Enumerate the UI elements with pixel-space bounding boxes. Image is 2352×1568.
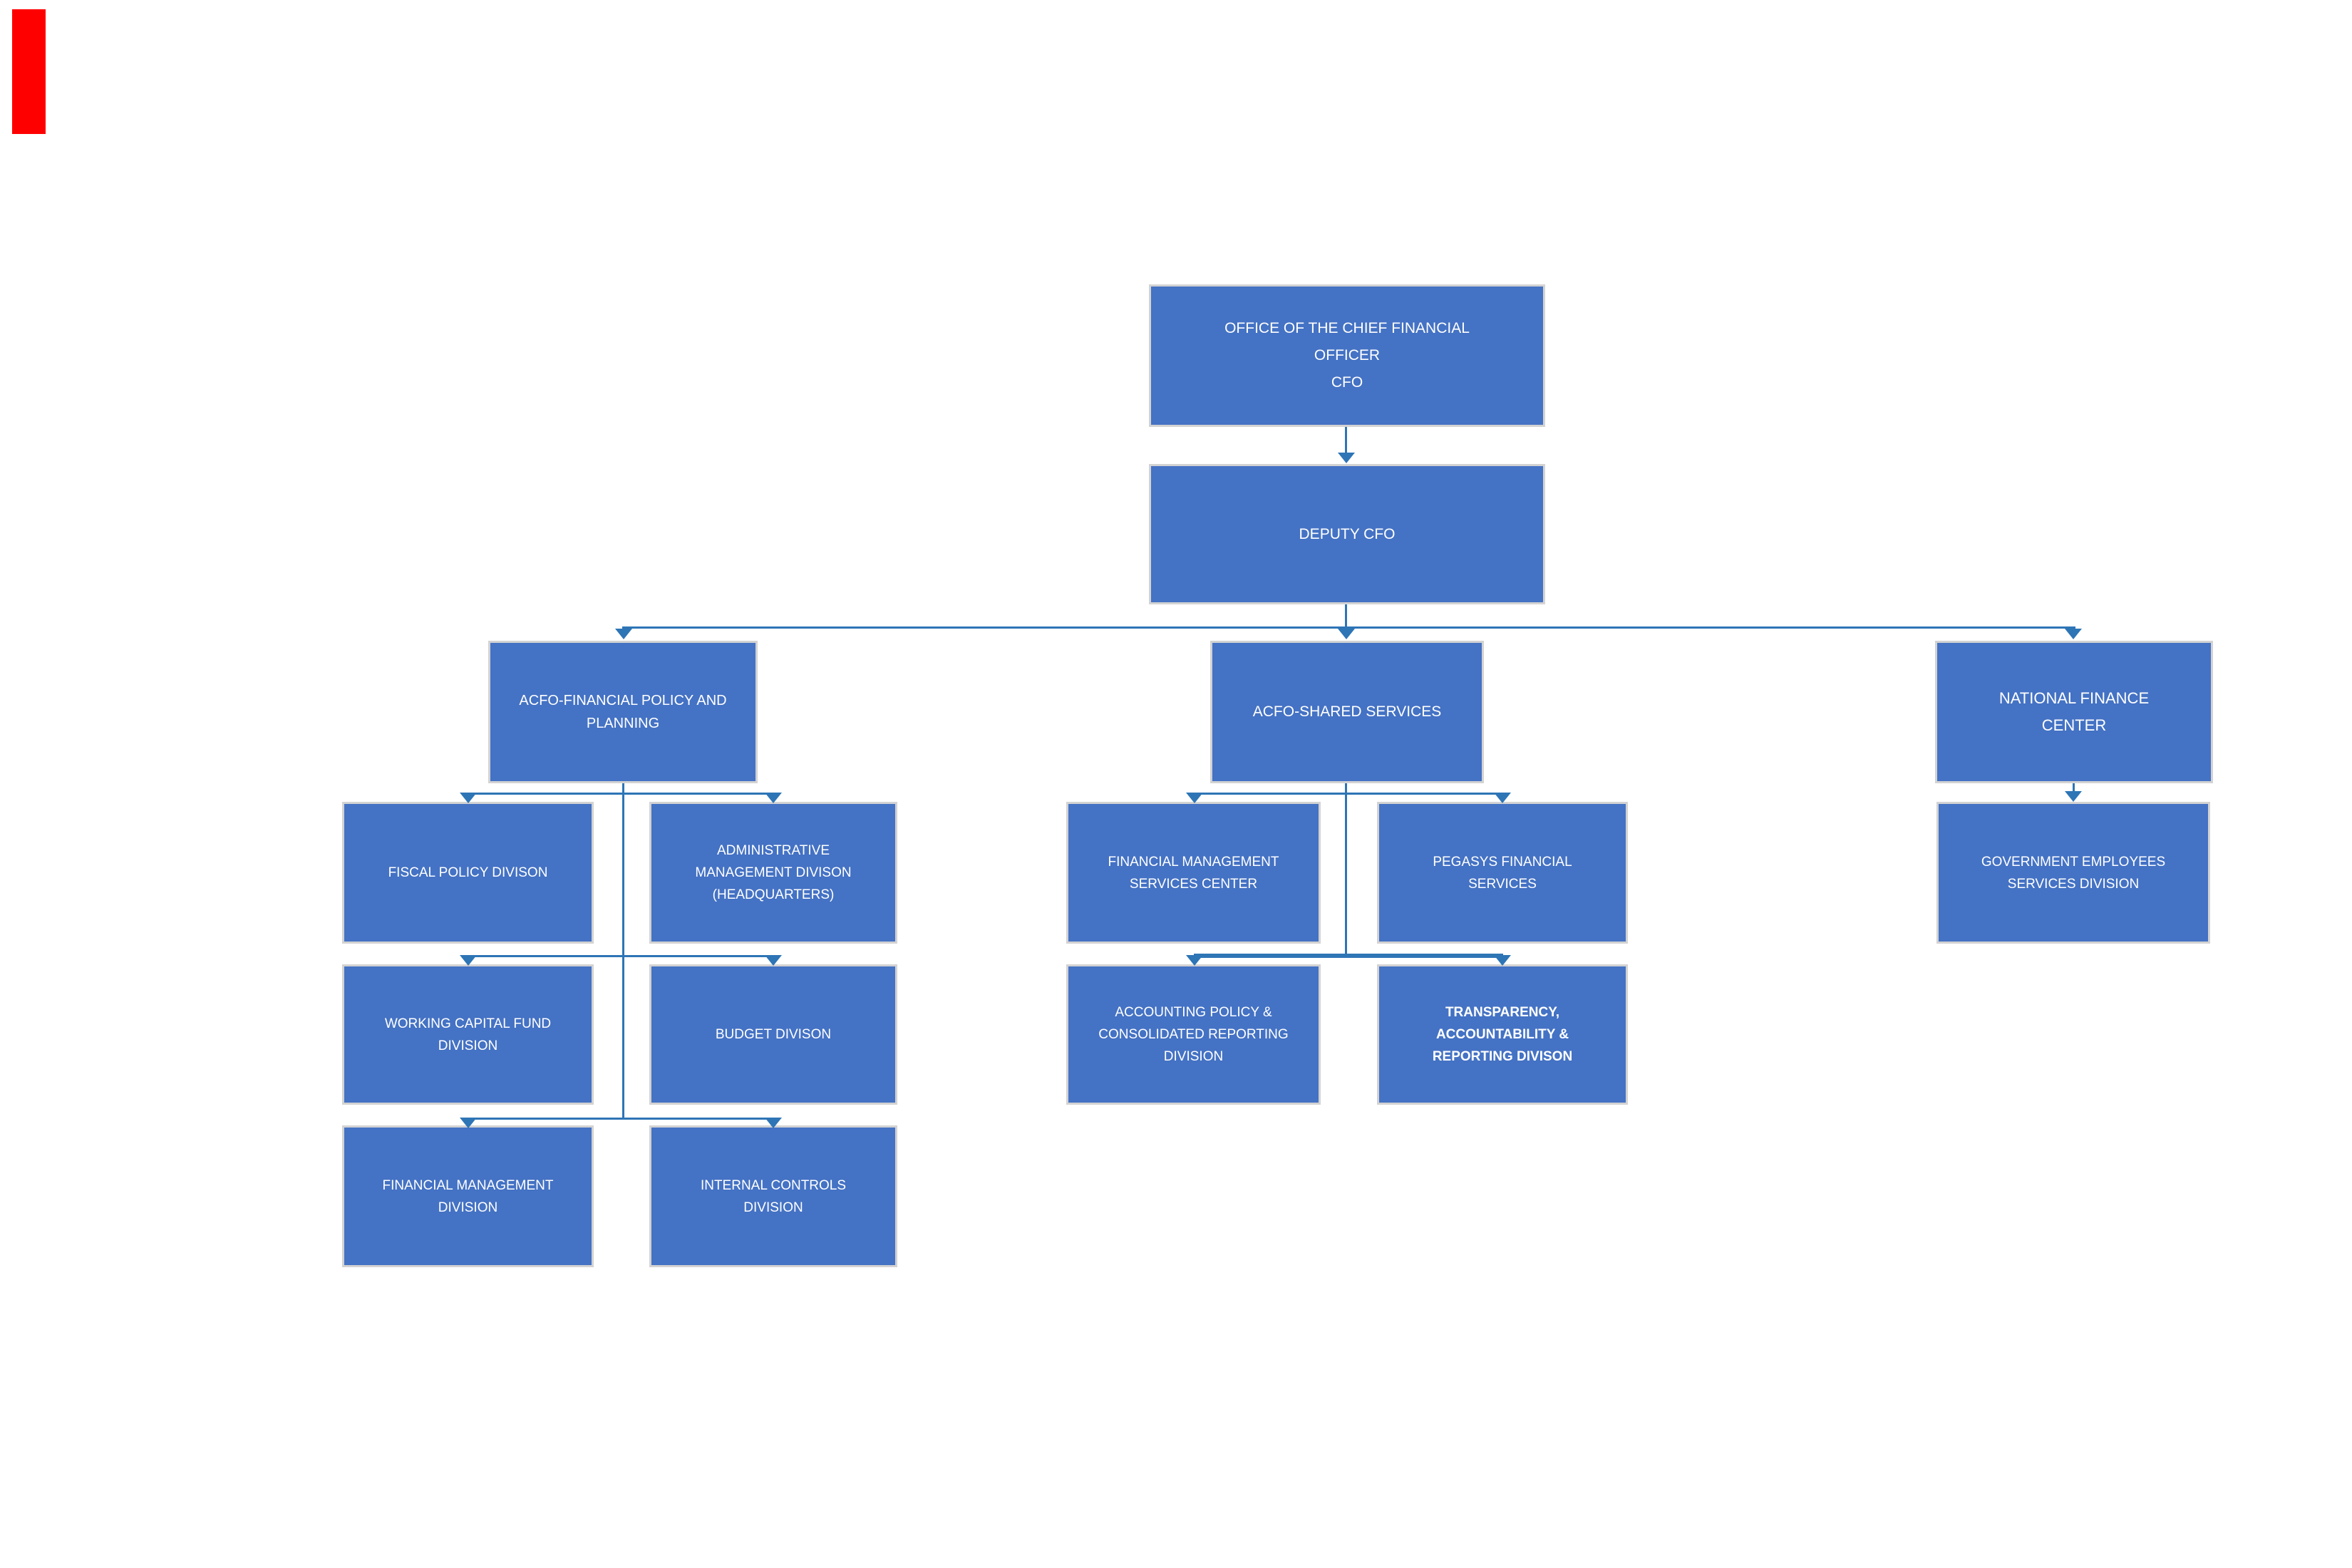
org-box-label-line: GOVERNMENT EMPLOYEES (1981, 854, 2166, 870)
org-box-label-line: CONSOLIDATED REPORTING (1098, 1027, 1289, 1042)
connector-line-horizontal (1194, 793, 1503, 795)
org-box-label-line: FINANCIAL MANAGEMENT (382, 1177, 554, 1193)
connector-line-horizontal (468, 1118, 775, 1120)
org-box-label-line: DIVISION (438, 1200, 498, 1215)
connector-arrowhead-down-icon (1186, 955, 1203, 966)
org-box-label-line: DEPUTY CFO (1299, 525, 1396, 542)
connector-line-vertical (622, 783, 624, 1118)
connector-arrowhead-down-icon (1186, 793, 1203, 803)
org-box-label-line: FINANCIAL MANAGEMENT (1108, 854, 1279, 870)
org-box-acfo-shared-services[interactable]: ACFO-SHARED SERVICES (1210, 641, 1484, 783)
org-box-label-line: (HEADQUARTERS) (712, 887, 835, 902)
org-box-label-line: ACFO-SHARED SERVICES (1252, 703, 1442, 720)
org-box-label-line: FISCAL POLICY DIVISON (388, 865, 548, 880)
org-box-label-line: MANAGEMENT DIVISON (695, 865, 852, 880)
connector-arrowhead-down-icon (765, 793, 782, 803)
org-box-acfo-financial-policy-planning[interactable]: ACFO-FINANCIAL POLICY AND PLANNING (488, 641, 758, 783)
connector-arrowhead-down-icon (615, 629, 632, 639)
org-box-accounting-policy-consolidated-reporting-division[interactable]: ACCOUNTING POLICY & CONSOLIDATED REPORTIN… (1066, 964, 1321, 1105)
connector-arrowhead-down-icon (1338, 629, 1355, 639)
org-box-label-line: ACCOUNTING POLICY & (1115, 1005, 1272, 1020)
org-box-label-line: SERVICES DIVISION (2007, 876, 2140, 892)
org-box-label-line: WORKING CAPITAL FUND (384, 1016, 552, 1031)
org-box-label-line: BUDGET DIVISON (715, 1027, 832, 1042)
org-box-label-line: OFFICE OF THE CHIEF FINANCIAL (1224, 320, 1470, 336)
connector-arrowhead-down-icon (1494, 955, 1511, 966)
connector-line-horizontal (468, 793, 775, 795)
org-box-label-line: DIVISION (743, 1200, 803, 1215)
org-box-label-line: ACCOUNTABILITY & (1435, 1027, 1569, 1042)
connector-arrowhead-down-icon (765, 955, 782, 966)
connector-line-horizontal (1194, 954, 1503, 958)
org-box-label-line: CENTER (2041, 716, 2107, 734)
connector-arrowhead-down-icon (460, 955, 477, 966)
connector-line-vertical (1345, 783, 1347, 958)
org-box-label-line: PLANNING (586, 716, 660, 731)
org-box-administrative-management-divison[interactable]: ADMINISTRATIVE MANAGEMENT DIVISON (HEADQUA… (649, 802, 897, 944)
org-box-label-line: NATIONAL FINANCE (1998, 689, 2150, 707)
org-box-national-finance-center[interactable]: NATIONAL FINANCE CENTER (1935, 641, 2213, 783)
red-marker (12, 9, 46, 134)
connector-line-vertical (1345, 427, 1347, 453)
org-box-label-line: OFFICER (1314, 347, 1381, 363)
org-box-label-line: ADMINISTRATIVE (717, 843, 830, 858)
org-box-label-line: ACFO-FINANCIAL POLICY AND (519, 693, 727, 708)
org-box-transparency-accountability-reporting-divison[interactable]: TRANSPARENCY, ACCOUNTABILITY & REPORTING D… (1377, 964, 1628, 1105)
org-box-label-line: CFO (1331, 374, 1363, 391)
org-box-budget-divison[interactable]: BUDGET DIVISON (649, 964, 897, 1105)
org-box-financial-management-services-center[interactable]: FINANCIAL MANAGEMENT SERVICES CENTER (1066, 802, 1321, 944)
org-box-internal-controls-division[interactable]: INTERNAL CONTROLS DIVISION (649, 1125, 897, 1267)
org-box-label-line: TRANSPARENCY, (1445, 1005, 1560, 1020)
org-box-pegasys-financial-services[interactable]: PEGASYS FINANCIAL SERVICES (1377, 802, 1628, 944)
connector-line-horizontal (622, 626, 2075, 629)
connector-arrowhead-down-icon (1338, 453, 1355, 463)
connector-arrowhead-down-icon (1494, 793, 1511, 803)
org-box-label-line: SERVICES CENTER (1129, 876, 1258, 892)
org-box-label-line: DIVISION (1163, 1049, 1224, 1064)
org-box-cfo[interactable]: OFFICE OF THE CHIEF FINANCIAL OFFICER CFO (1149, 284, 1545, 427)
org-box-government-employees-services-division[interactable]: GOVERNMENT EMPLOYEES SERVICES DIVISION (1936, 802, 2210, 944)
connector-arrowhead-down-icon (2065, 791, 2082, 802)
org-box-deputy-cfo[interactable]: DEPUTY CFO (1149, 464, 1545, 604)
org-box-label-line: PEGASYS FINANCIAL (1433, 854, 1572, 870)
org-box-working-capital-fund-division[interactable]: WORKING CAPITAL FUND DIVISION (342, 964, 594, 1105)
connector-arrowhead-down-icon (460, 793, 477, 803)
org-box-label-line: SERVICES (1468, 876, 1537, 892)
org-box-label-line: INTERNAL CONTROLS (700, 1177, 847, 1193)
org-box-label-line: DIVISION (438, 1038, 498, 1053)
org-box-label-line: REPORTING DIVISON (1432, 1049, 1573, 1064)
connector-line-vertical (1345, 604, 1347, 628)
connector-line-vertical (2073, 783, 2075, 793)
org-box-financial-management-division[interactable]: FINANCIAL MANAGEMENT DIVISION (342, 1125, 594, 1267)
org-box-fiscal-policy-divison[interactable]: FISCAL POLICY DIVISON (342, 802, 594, 944)
connector-line-horizontal (468, 955, 775, 957)
connector-arrowhead-down-icon (460, 1118, 477, 1128)
connector-arrowhead-down-icon (2065, 629, 2082, 639)
connector-arrowhead-down-icon (765, 1118, 782, 1128)
